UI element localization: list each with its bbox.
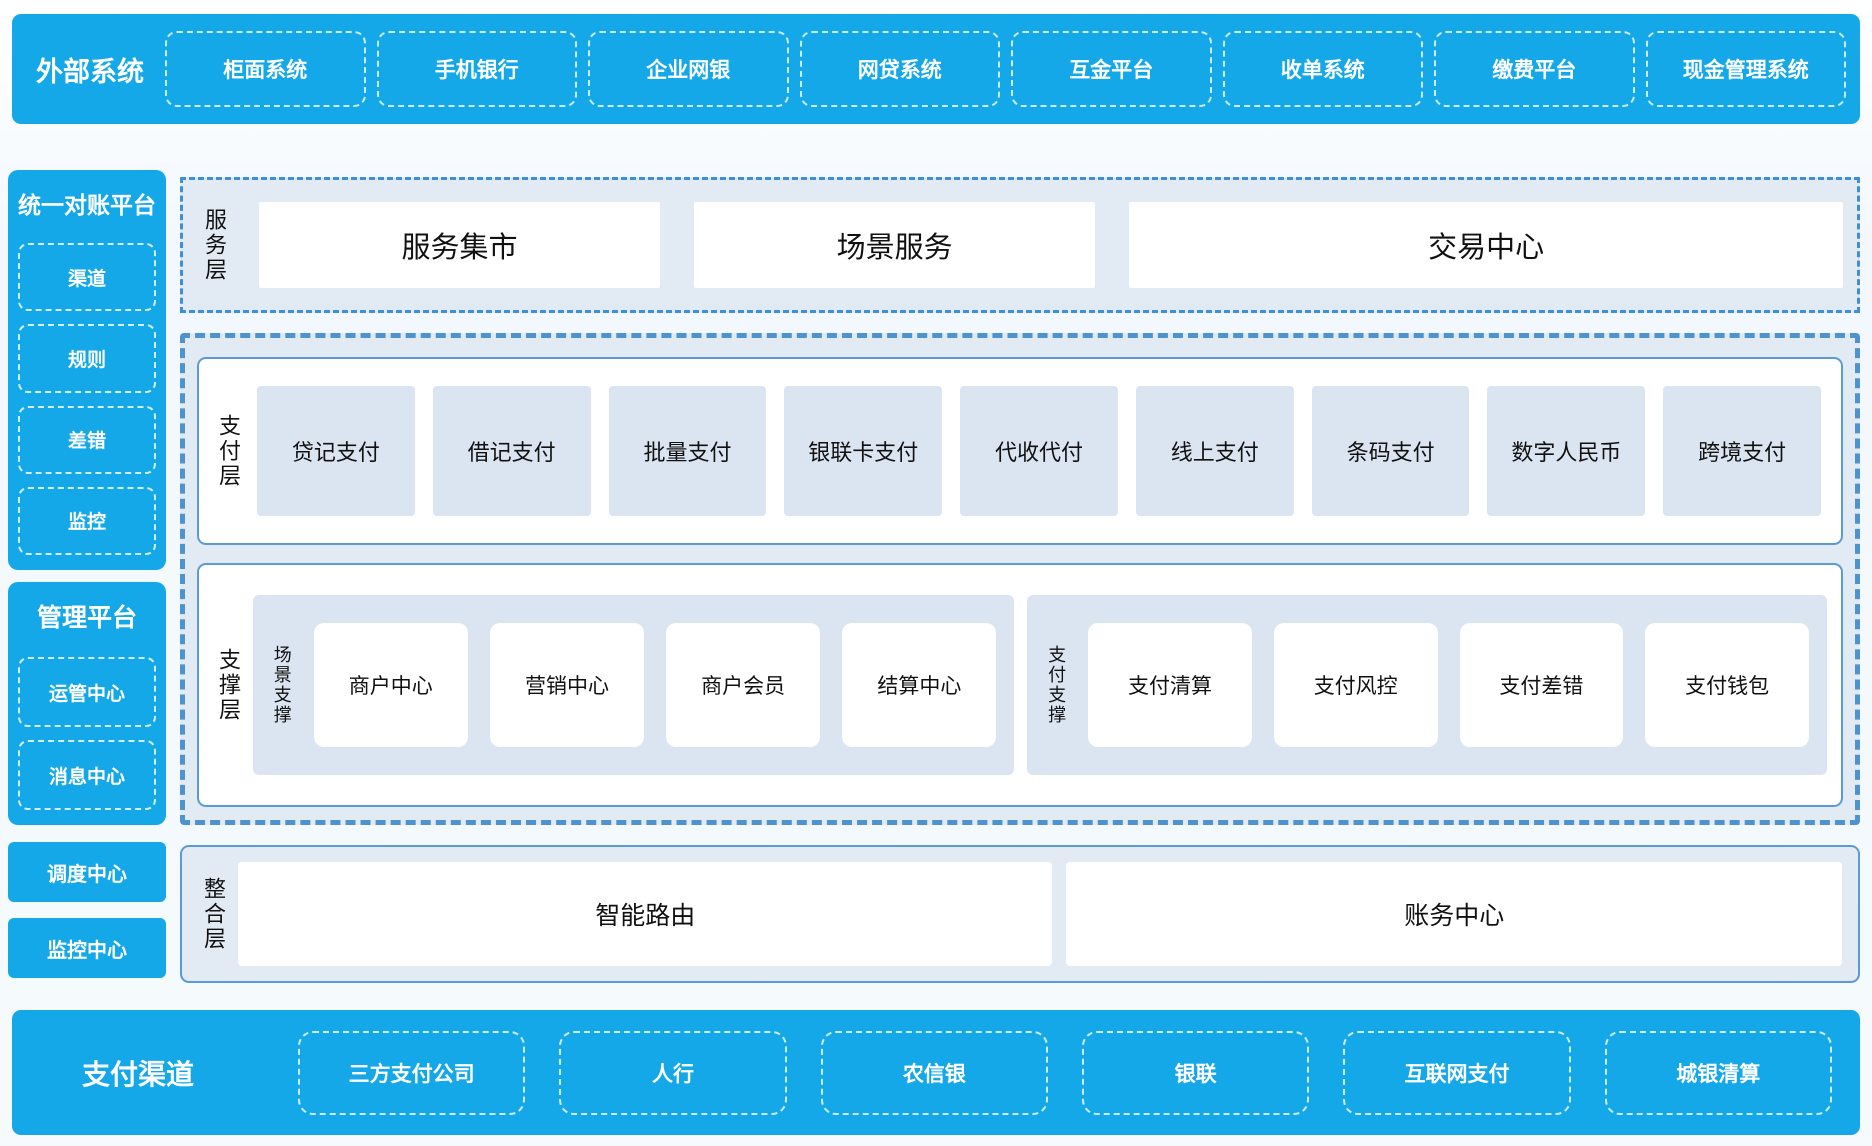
external-systems-label: 外部系统 bbox=[36, 56, 144, 87]
payment-method-node: 贷记支付 bbox=[257, 386, 415, 516]
payment-support-node: 支付钱包 bbox=[1645, 623, 1810, 747]
external-system-item: 网贷系统 bbox=[799, 31, 1000, 107]
reconciliation-platform-panel: 统一对账平台 渠道 规则 差错 监控 bbox=[8, 170, 166, 570]
external-system-item: 企业网银 bbox=[588, 31, 789, 107]
service-layer-label: 服务层 bbox=[202, 207, 227, 283]
payment-method-node: 条码支付 bbox=[1311, 386, 1470, 516]
service-node: 服务集市 bbox=[259, 202, 661, 288]
external-system-item: 互金平台 bbox=[1011, 31, 1212, 107]
management-platform-panel: 管理平台 运管中心 消息中心 bbox=[8, 582, 166, 825]
payment-layer-section: 支付层 贷记支付 借记支付 批量支付 银联卡支付 代收代付 线上支付 条码支付 … bbox=[197, 357, 1843, 545]
payment-method-node: 跨境支付 bbox=[1663, 386, 1822, 516]
integration-node: 智能路由 bbox=[238, 862, 1053, 966]
management-platform-title: 管理平台 bbox=[36, 604, 137, 632]
external-system-item: 收单系统 bbox=[1222, 31, 1423, 107]
payment-support-label: 支付支撑 bbox=[1046, 645, 1067, 725]
payment-channels-bar: 支付渠道 三方支付公司 人行 农信银 银联 互联网支付 城银清算 bbox=[12, 1010, 1860, 1135]
payment-channels-label: 支付渠道 bbox=[81, 1058, 194, 1090]
management-item: 消息中心 bbox=[18, 740, 156, 810]
payment-method-node: 线上支付 bbox=[1135, 386, 1294, 516]
scenario-support-node: 商户中心 bbox=[313, 623, 468, 747]
scenario-support-group: 场景支撑 商户中心 营销中心 商户会员 结算中心 bbox=[253, 595, 1015, 775]
payment-channel-item: 互联网支付 bbox=[1343, 1030, 1571, 1115]
main-diagram-area: 服务层 服务集市 场景服务 交易中心 支付层 贷记支付 借记支付 批量支付 银联… bbox=[180, 177, 1860, 983]
core-layers-container: 支付层 贷记支付 借记支付 批量支付 银联卡支付 代收代付 线上支付 条码支付 … bbox=[180, 333, 1860, 825]
scenario-support-node: 商户会员 bbox=[666, 623, 821, 747]
external-system-item: 手机银行 bbox=[376, 31, 577, 107]
payment-channel-item: 城银清算 bbox=[1604, 1030, 1832, 1115]
scenario-support-node: 结算中心 bbox=[842, 623, 997, 747]
payment-channel-item: 农信银 bbox=[820, 1030, 1048, 1115]
integration-layer-label: 整合层 bbox=[201, 876, 226, 952]
payment-support-node: 支付清算 bbox=[1088, 623, 1252, 747]
payment-method-node: 代收代付 bbox=[960, 386, 1118, 516]
scenario-support-label: 场景支撑 bbox=[271, 645, 292, 725]
payment-channel-item: 人行 bbox=[559, 1030, 787, 1115]
external-system-item: 现金管理系统 bbox=[1645, 31, 1846, 107]
support-groups: 场景支撑 商户中心 营销中心 商户会员 结算中心 支付支撑 支付清算 支付风控 … bbox=[253, 595, 1827, 775]
reconciliation-platform-title: 统一对账平台 bbox=[18, 192, 156, 218]
dispatch-center-box: 调度中心 bbox=[8, 842, 166, 902]
scenario-support-node: 营销中心 bbox=[489, 623, 645, 747]
payment-method-node: 银联卡支付 bbox=[784, 386, 943, 516]
integration-layer-section: 整合层 智能路由 账务中心 bbox=[180, 845, 1860, 983]
payment-channel-item: 银联 bbox=[1081, 1030, 1310, 1115]
external-system-item: 缴费平台 bbox=[1434, 31, 1635, 107]
reconciliation-item: 监控 bbox=[18, 486, 156, 555]
support-layer-label: 支撑层 bbox=[216, 647, 241, 723]
service-node: 场景服务 bbox=[694, 202, 1096, 288]
reconciliation-item: 规则 bbox=[18, 324, 156, 393]
payment-method-node: 数字人民币 bbox=[1487, 386, 1646, 516]
service-layer-section: 服务层 服务集市 场景服务 交易中心 bbox=[180, 177, 1860, 313]
payment-support-node: 支付差错 bbox=[1459, 623, 1624, 747]
support-layer-section: 支撑层 场景支撑 商户中心 营销中心 商户会员 结算中心 支付支撑 支付清算 支… bbox=[197, 563, 1843, 807]
payment-layer-label: 支付层 bbox=[216, 413, 241, 489]
payment-support-group: 支付支撑 支付清算 支付风控 支付差错 支付钱包 bbox=[1027, 595, 1827, 775]
payment-support-node: 支付风控 bbox=[1273, 623, 1438, 747]
external-systems-bar: 外部系统 柜面系统 手机银行 企业网银 网贷系统 互金平台 收单系统 缴费平台 … bbox=[12, 14, 1860, 124]
payment-channel-item: 三方支付公司 bbox=[298, 1030, 526, 1115]
external-system-item: 柜面系统 bbox=[165, 31, 366, 107]
reconciliation-item: 差错 bbox=[18, 405, 156, 474]
payment-method-node: 批量支付 bbox=[608, 386, 767, 516]
reconciliation-item: 渠道 bbox=[18, 243, 156, 312]
service-node: 交易中心 bbox=[1129, 202, 1844, 288]
management-item: 运管中心 bbox=[18, 657, 156, 727]
payment-method-node: 借记支付 bbox=[432, 386, 591, 516]
monitoring-center-box: 监控中心 bbox=[8, 918, 166, 978]
integration-node: 账务中心 bbox=[1066, 862, 1842, 966]
left-sidebar: 统一对账平台 渠道 规则 差错 监控 管理平台 运管中心 消息中心 调度中心 监… bbox=[8, 170, 166, 994]
